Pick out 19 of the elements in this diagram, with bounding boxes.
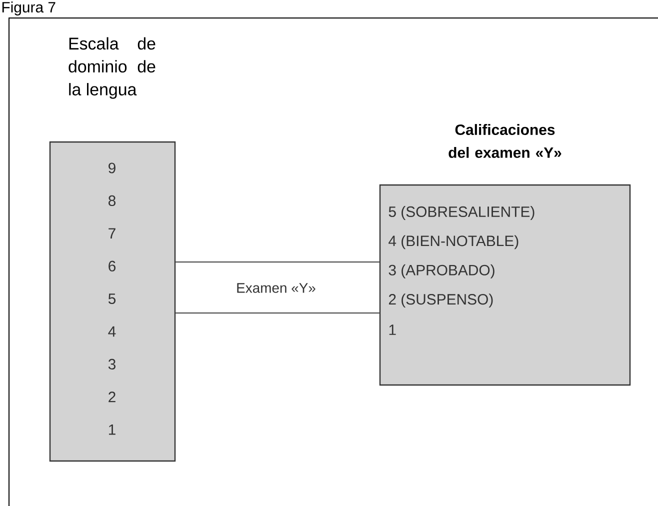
scale-entry: 3 bbox=[108, 358, 116, 370]
scale-entry: 5 bbox=[108, 294, 116, 304]
scale-entry: 2 bbox=[108, 392, 116, 402]
scale-entry: 1 bbox=[389, 324, 396, 335]
scale-entry: 1 bbox=[109, 424, 116, 435]
scale-entry: 8 bbox=[108, 195, 116, 206]
scale-entry: 9 bbox=[108, 162, 116, 174]
scale-entry: 3 (APROBADO) bbox=[388, 264, 494, 278]
box-heading: Escala de dominio de la lengua bbox=[68, 37, 156, 99]
band-label: Examen «Y» bbox=[237, 283, 316, 293]
scale-entry: 2 (SUSPENSO) bbox=[388, 294, 493, 308]
connector-line bbox=[175, 312, 380, 314]
box-heading: Calificaciones del examen «Y» bbox=[448, 124, 562, 158]
figure-title: Figura 7 bbox=[2, 2, 56, 16]
scale-entry: 4 bbox=[108, 326, 116, 337]
scale-entry: 6 bbox=[108, 260, 116, 272]
scale-entry: 4 (BIEN-NOTABLE) bbox=[388, 235, 518, 250]
scale-entry: 7 bbox=[108, 228, 116, 239]
scale-entry: 5 (SOBRESALIENTE) bbox=[388, 206, 534, 220]
